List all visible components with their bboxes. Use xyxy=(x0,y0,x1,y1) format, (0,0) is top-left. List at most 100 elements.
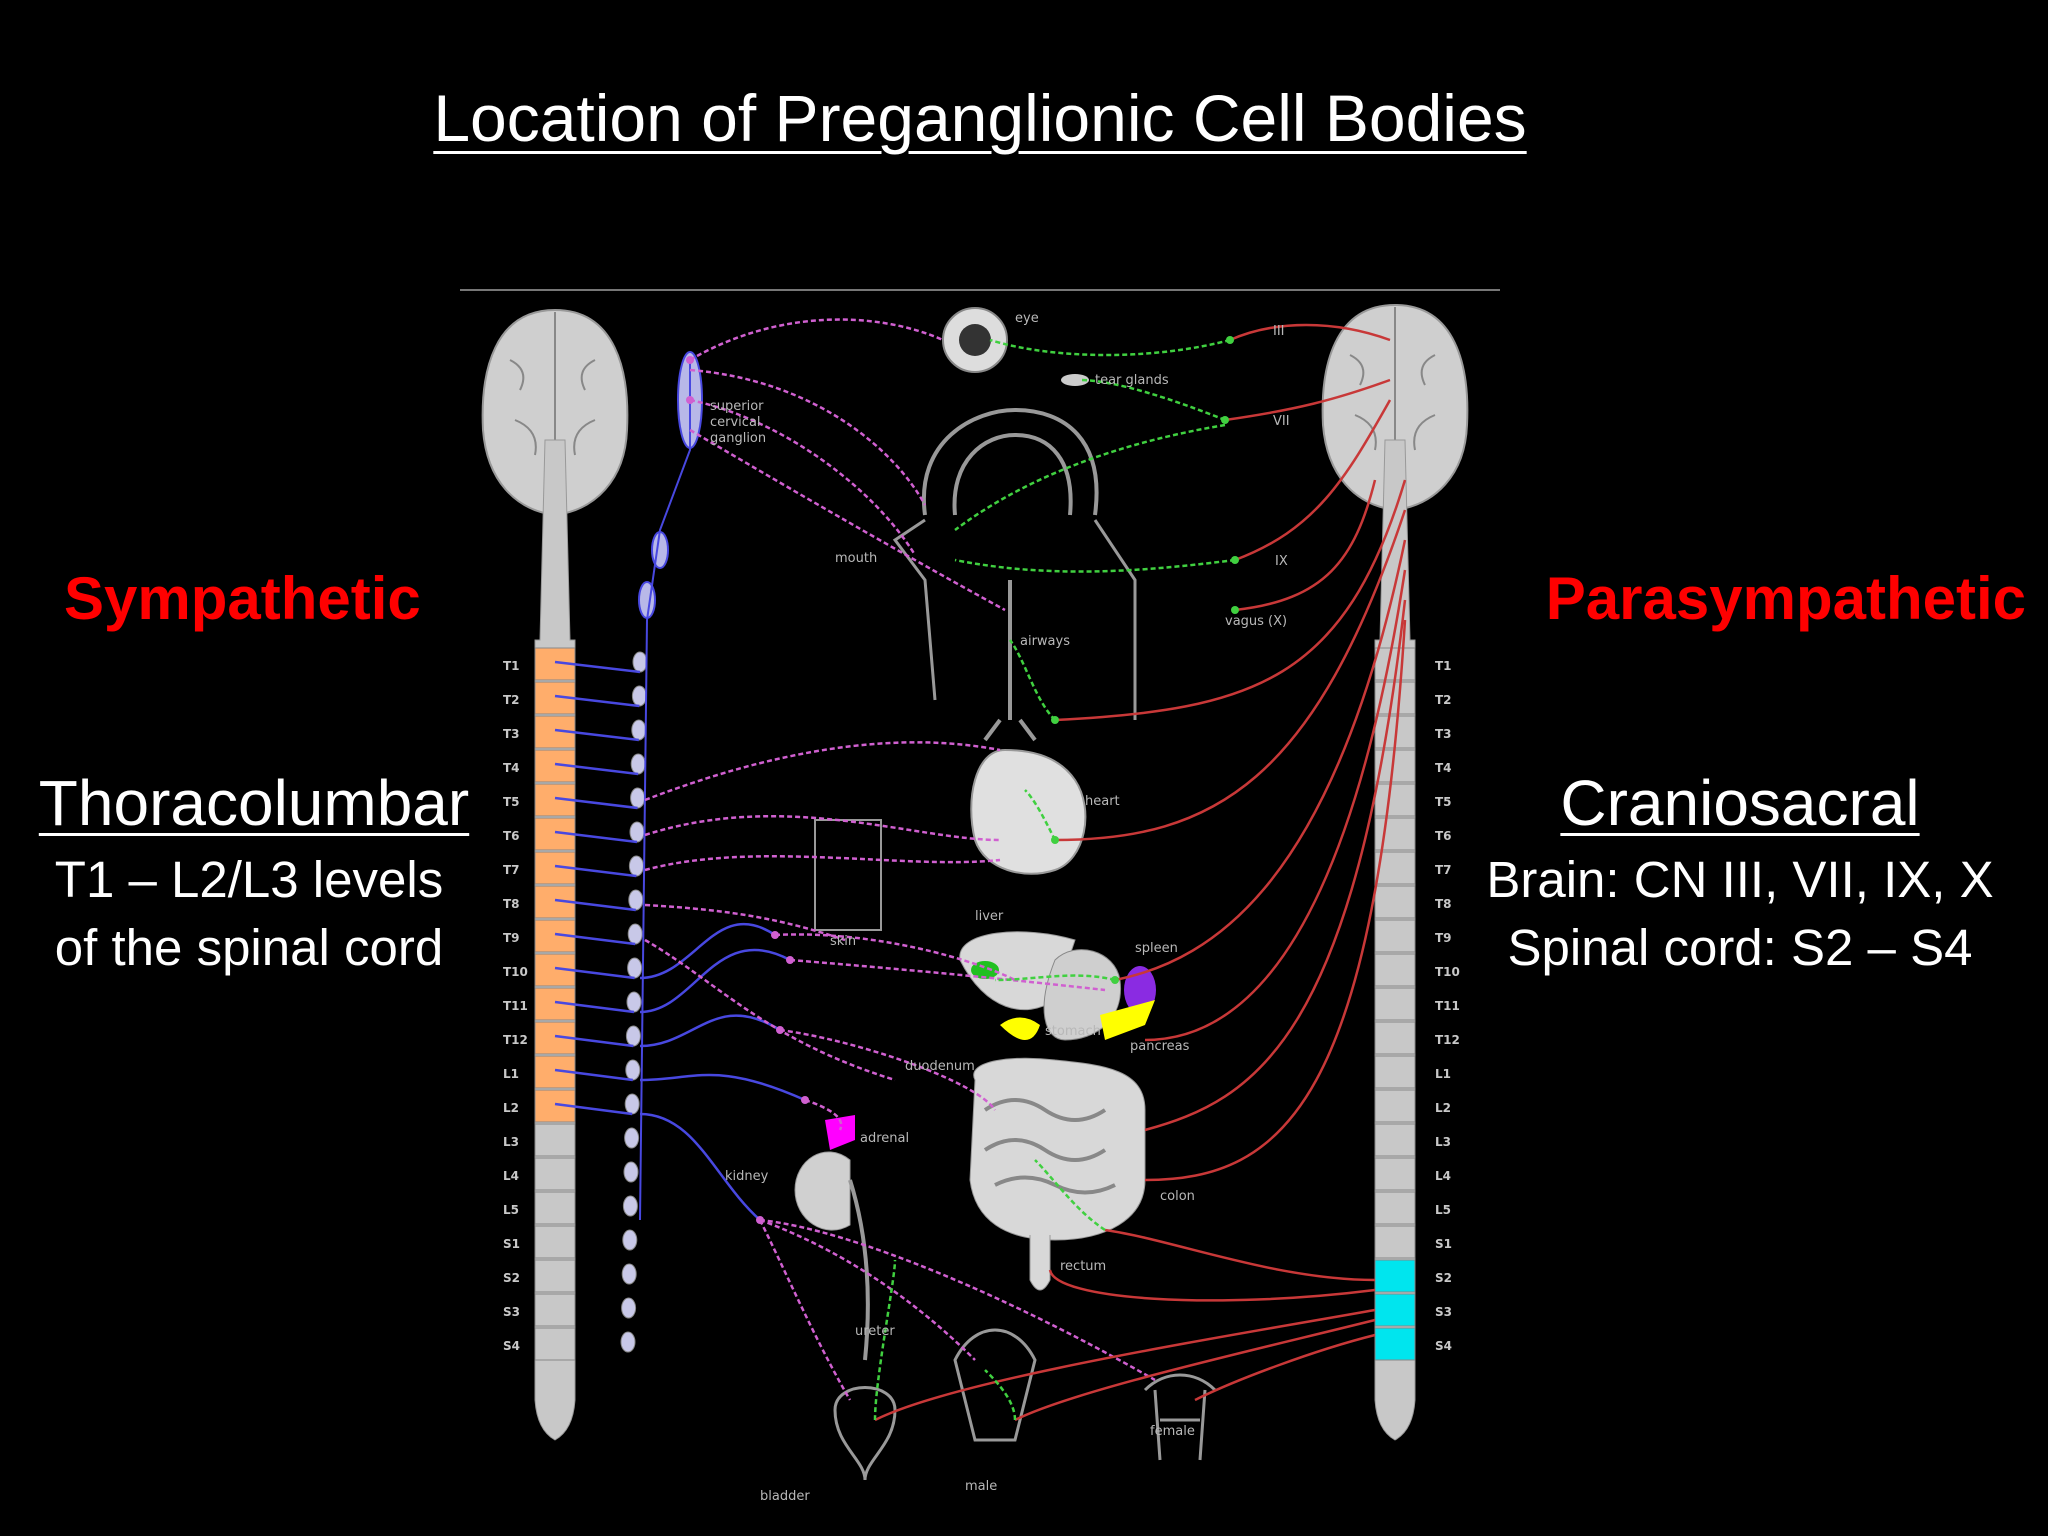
female-organs-shape xyxy=(1143,1373,1217,1461)
label-kidney: kidney xyxy=(725,1169,769,1184)
label-female: female xyxy=(1150,1424,1195,1439)
label-duodenum: duodenum xyxy=(905,1059,975,1074)
left-segment-s2 xyxy=(534,1259,576,1293)
rectum-shape xyxy=(1029,1235,1051,1291)
para-post-tear xyxy=(1079,378,1226,422)
chain-ganglion-t3 xyxy=(631,719,647,741)
right-segment-label-s2: S2 xyxy=(1435,1271,1452,1285)
chain-ganglion-s4 xyxy=(620,1331,636,1353)
head-outline xyxy=(921,407,1099,516)
label-airways: airways xyxy=(1020,634,1070,649)
para-post-airway xyxy=(1008,639,1056,721)
left-segment-label-t6: T6 xyxy=(503,829,520,843)
right-segment-label-t7: T7 xyxy=(1435,863,1452,877)
symp-pre-l1 xyxy=(554,1068,633,1082)
sympathetic-cord-line: of the spinal cord xyxy=(54,919,444,976)
symp-pre-t2 xyxy=(554,694,640,708)
gallbladder-shape xyxy=(1000,1017,1040,1040)
male-organs-shape xyxy=(953,1328,1037,1442)
symp-pre-t10 xyxy=(554,966,635,980)
symp-pre-t7 xyxy=(554,864,637,878)
autonomic-nervous-system-diagram: T1T2T3T4T5T6T7T8T9T10T11T12L1L2L3L4L5S1S… xyxy=(460,289,1500,1504)
symp-pre-t5 xyxy=(554,796,638,810)
left-segment-labels: T1T2T3T4T5T6T7T8T9T10T11T12L1L2L3L4L5S1S… xyxy=(503,659,528,1353)
right-segment-l1 xyxy=(1374,1055,1416,1089)
label-stomach: stomach xyxy=(1045,1024,1101,1039)
adrenal-shape xyxy=(825,1115,855,1150)
chain-ganglion-t11 xyxy=(626,991,642,1013)
chain-ganglion-t12 xyxy=(625,1025,641,1047)
para-pre-sacral-colon xyxy=(1104,1228,1376,1282)
right-segment-label-l3: L3 xyxy=(1435,1135,1451,1149)
para-pre-cn-iii xyxy=(1229,323,1391,342)
symp-post-tear xyxy=(689,368,927,506)
right-segment-t1 xyxy=(1374,647,1416,681)
symp-post-airway xyxy=(689,428,1006,612)
right-segment-label-t9: T9 xyxy=(1435,931,1452,945)
right-segment-t12 xyxy=(1374,1021,1416,1055)
left-segment-label-l2: L2 xyxy=(503,1101,519,1115)
parasympathetic-cord-line: Spinal cord: S2 – S4 xyxy=(1507,919,1973,976)
right-segment-l2 xyxy=(1374,1089,1416,1123)
symp-pre-plexus-1 xyxy=(639,948,791,1014)
ganglion-dot-0 xyxy=(686,356,694,364)
bile-duct-shape xyxy=(971,961,999,979)
label-bladder: bladder xyxy=(760,1489,810,1504)
ganglion-dot-4 xyxy=(1231,556,1239,564)
right-segment-labels: T1T2T3T4T5T6T7T8T9T10T11T12L1L2L3L4L5S1S… xyxy=(1435,659,1460,1353)
para-post-eye xyxy=(989,338,1231,357)
label-pancreas: pancreas xyxy=(1130,1039,1190,1054)
symp-pre-l2 xyxy=(554,1102,633,1116)
heart-shape xyxy=(970,748,1087,875)
para-pre-vagus-intestine xyxy=(1144,599,1407,1132)
symp-post-intestine xyxy=(779,1028,997,1111)
sympathetic-description: T1 – L2/L3 levels of the spinal cord xyxy=(24,846,474,982)
symp-post-mouth xyxy=(689,398,917,556)
parasympathetic-description: Brain: CN III, VII, IX, X Spinal cord: S… xyxy=(1440,846,2040,982)
para-pre-vagus-head xyxy=(1234,479,1377,612)
right-segment-l4 xyxy=(1374,1157,1416,1191)
para-post-colon xyxy=(1034,1159,1106,1232)
left-segment-l4 xyxy=(534,1157,576,1191)
chain-ganglion-l1 xyxy=(625,1059,641,1081)
right-segment-label-t10: T10 xyxy=(1435,965,1460,979)
symp-pre-t4 xyxy=(554,762,639,776)
right-segment-t6 xyxy=(1374,817,1416,851)
symp-post-female xyxy=(759,1218,1156,1382)
chain-ganglion-s2 xyxy=(621,1263,637,1285)
eye xyxy=(942,307,1008,373)
right-segment-t9 xyxy=(1374,919,1416,953)
para-pre-cn-vii xyxy=(1224,378,1391,422)
ureter-shape xyxy=(848,1179,870,1361)
right-segment-label-t3: T3 xyxy=(1435,727,1452,741)
right-cord-segments xyxy=(1374,647,1416,1361)
left-segment-label-t7: T7 xyxy=(503,863,520,877)
para-post-heart xyxy=(1024,789,1057,841)
symp-pre-t8 xyxy=(554,898,636,912)
para-pre-sacral-male xyxy=(1014,1318,1376,1422)
para-pre-vagus-airway xyxy=(1054,479,1407,722)
symp-post-heart-1 xyxy=(644,741,1001,802)
para-pre-vagus-colon xyxy=(1144,619,1407,1182)
left-segment-s4 xyxy=(534,1327,576,1361)
symp-post-male xyxy=(759,1218,976,1361)
right-segment-s3 xyxy=(1374,1293,1416,1327)
left-segment-label-t8: T8 xyxy=(503,897,520,911)
symp-pre-plexus-2 xyxy=(639,1014,781,1048)
thoracolumbar-heading: Thoracolumbar xyxy=(38,767,470,839)
intestine-loops xyxy=(983,1098,1116,1195)
ganglion-dot-8 xyxy=(1111,976,1119,984)
label-cn-iii: III xyxy=(1273,324,1285,339)
para-pre-vagus-heart xyxy=(1054,509,1407,842)
left-segment-label-s2: S2 xyxy=(503,1271,520,1285)
right-segment-label-t12: T12 xyxy=(1435,1033,1460,1047)
left-segment-label-s1: S1 xyxy=(503,1237,520,1251)
parasympathetic-heading: Parasympathetic xyxy=(1545,565,2026,632)
chain-ganglion-t5 xyxy=(630,787,646,809)
symp-pre-t3 xyxy=(554,728,639,742)
nerve-pathways xyxy=(554,318,1407,1422)
symp-post-heart-2 xyxy=(644,814,1001,842)
right-segment-label-l5: L5 xyxy=(1435,1203,1451,1217)
symp-post-adrenal xyxy=(804,1098,843,1131)
label-skin: skin xyxy=(830,934,856,949)
